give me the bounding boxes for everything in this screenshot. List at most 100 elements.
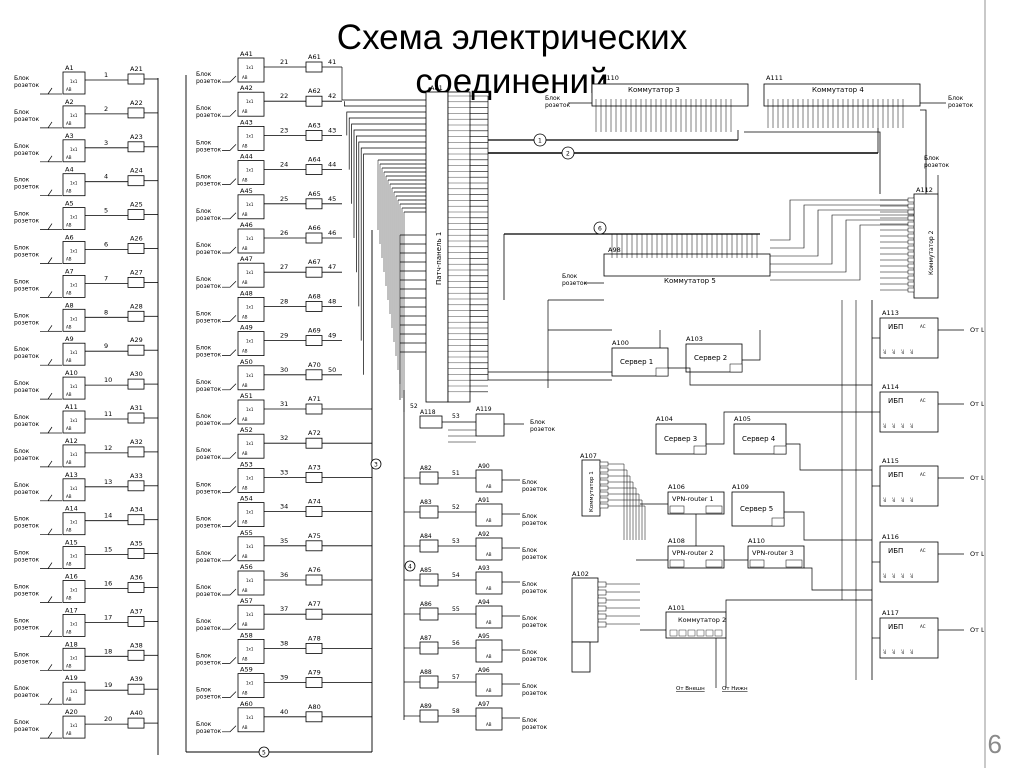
- module-pin: АВ: [66, 223, 72, 228]
- connector-label: А31: [130, 404, 143, 412]
- socket-block-label: розеток: [196, 215, 222, 222]
- wire: [608, 469, 628, 540]
- switch-port: [599, 485, 609, 491]
- wire-number: 53: [452, 538, 460, 545]
- panel-port: [907, 257, 915, 263]
- module-pin: АВ: [486, 484, 492, 489]
- module-box: [62, 241, 86, 264]
- wire: [360, 147, 426, 341]
- server-port: [771, 517, 785, 527]
- connector-label: А62: [308, 87, 321, 95]
- module-pin: 1x1: [70, 113, 78, 118]
- wire-number: 39: [280, 674, 288, 682]
- connector-label: А40: [130, 709, 143, 717]
- circle-marker: [258, 746, 270, 758]
- connector-box: [127, 175, 145, 187]
- module-pin: 1x1: [246, 236, 254, 241]
- module-box: [419, 505, 439, 519]
- module-pin: 1x1: [70, 79, 78, 84]
- panel-id: А102: [572, 570, 589, 578]
- module-box: [237, 433, 265, 459]
- wire: [40, 291, 53, 298]
- socket-block-label: Блок: [14, 75, 30, 82]
- socket-block-label: Блок: [14, 245, 30, 252]
- wire-number: 14: [104, 512, 112, 520]
- socket-block-label: Блок: [196, 105, 212, 112]
- panel-body: [913, 193, 939, 299]
- wiring-diagram: БлокрозетокА11x1АВ1А21БлокрозетокА21x1АВ…: [14, 50, 984, 758]
- module-pin: АВ: [242, 212, 248, 217]
- connector-label: А22: [130, 99, 143, 107]
- connector-label: А24: [130, 167, 143, 175]
- wire-number: 28: [280, 297, 288, 305]
- module-pin: 1x1: [246, 612, 254, 617]
- module-label: А84: [420, 533, 432, 540]
- wire-number: 19: [104, 681, 112, 689]
- socket-block-label: Блок: [196, 174, 212, 181]
- socket-block-label: розеток: [196, 488, 222, 495]
- ups-socket: АС: [920, 624, 926, 629]
- module-box: [419, 539, 439, 553]
- connector-label: А21: [130, 65, 143, 73]
- wire-number: 16: [104, 580, 112, 588]
- module-pin: АВ: [242, 725, 248, 730]
- connector-box: [127, 683, 145, 695]
- module-box: [62, 207, 86, 231]
- module-pin: АВ: [242, 280, 248, 285]
- column-a: БлокрозетокА11x1АВ1А21БлокрозетокА21x1АВ…: [14, 64, 159, 755]
- circle-marker: [404, 560, 416, 572]
- socket-block-label: розеток: [14, 387, 40, 394]
- module-pin: 1x1: [70, 316, 78, 321]
- module-box: [62, 308, 86, 332]
- vpn-router-port: [785, 559, 803, 568]
- wire-number: 37: [280, 605, 288, 613]
- connector-label: А33: [130, 472, 143, 480]
- vpn-router-id: А108: [668, 537, 685, 545]
- socket-block-label: розеток: [14, 591, 40, 598]
- wire-number: 43: [328, 126, 336, 134]
- wire-number: 40: [280, 708, 288, 716]
- panel-label: Коммутатор 2: [928, 230, 935, 275]
- wire-number: 51: [452, 470, 460, 477]
- module-box: [237, 126, 265, 151]
- connector-box: [127, 480, 145, 492]
- module-label: А49: [240, 324, 253, 332]
- server-port: [655, 367, 669, 377]
- connector-label: А38: [130, 641, 143, 649]
- module-label: А16: [65, 573, 78, 581]
- wire: [40, 698, 53, 705]
- module-box: [237, 467, 265, 493]
- module-pin: АВ: [66, 460, 72, 465]
- ups-socket: АС: [892, 573, 896, 578]
- wire-number: 26: [280, 229, 288, 237]
- module-label: А85: [420, 567, 432, 574]
- wire: [222, 280, 237, 288]
- socket-block-label: Блок: [196, 208, 212, 215]
- connector-box: [305, 335, 323, 347]
- module-label: А4: [65, 166, 74, 174]
- socket-block-label: Блок: [14, 380, 30, 387]
- module-box: [419, 709, 439, 723]
- wire-number: 5: [104, 207, 108, 215]
- module-pin: 1x1: [70, 520, 78, 525]
- vpn-router-port: [705, 505, 723, 514]
- socket-block-label: Блок: [545, 95, 561, 102]
- connector-label: А91: [478, 497, 490, 504]
- wire-number: 12: [104, 444, 112, 452]
- module-box: [237, 399, 265, 425]
- panel-port: [907, 197, 915, 203]
- module-pin: АВ: [66, 494, 72, 499]
- module-label: А45: [240, 187, 253, 195]
- wire-number: 49: [328, 332, 336, 340]
- module-pin: 1x1: [246, 681, 254, 686]
- patch-panel-label: Патч-панель 1: [435, 232, 443, 285]
- socket-block-label: розеток: [522, 486, 548, 493]
- switch-port: [714, 629, 723, 637]
- connector-label: А96: [478, 667, 490, 674]
- ups-feed-label: От ШГП: [970, 474, 984, 482]
- wire: [770, 224, 916, 281]
- wire: [40, 630, 53, 637]
- wire: [222, 212, 237, 220]
- module-box: [62, 478, 86, 502]
